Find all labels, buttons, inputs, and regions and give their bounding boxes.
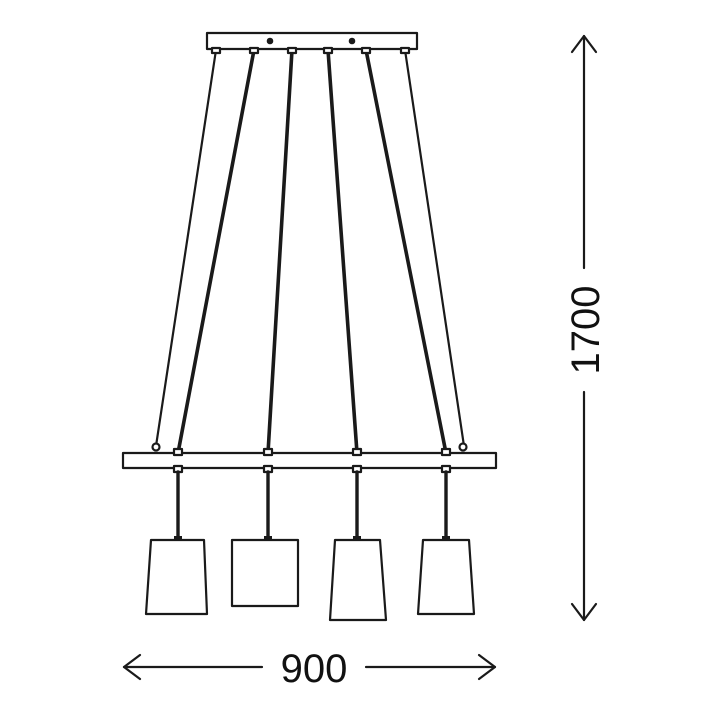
bar-cord-entry-2 — [262, 447, 274, 457]
shade-socket-3 — [353, 536, 361, 541]
canopy-grip-2 — [248, 46, 260, 55]
bar-cord-entry-4 — [440, 447, 452, 457]
width-arrowhead-right — [477, 653, 497, 681]
canopy-screw-right — [348, 37, 356, 45]
bar-anchor-left — [151, 442, 161, 452]
canopy-grip-1 — [210, 46, 222, 55]
power-cord-1 — [176, 48, 256, 455]
lamp-bar — [121, 451, 498, 470]
suspension-cable-outer-right — [403, 48, 466, 448]
canopy-grip-3 — [286, 46, 298, 55]
canopy-grip-4 — [322, 46, 334, 55]
width-dimension-label: 900 — [281, 647, 348, 691]
bar-cord-entry-1 — [172, 447, 184, 457]
lamp-shade-4 — [416, 538, 476, 616]
shade-socket-4 — [442, 536, 450, 541]
shade-socket-1 — [174, 536, 182, 541]
bar-cord-entry-3 — [351, 447, 363, 457]
height-arrowhead-down — [570, 602, 598, 622]
bar-anchor-right — [458, 442, 468, 452]
lamp-shade-1 — [144, 538, 209, 616]
width-arrowhead-left — [122, 653, 142, 681]
power-cord-3 — [326, 48, 359, 455]
suspension-cable-outer-left — [154, 48, 218, 448]
shade-socket-2 — [264, 536, 272, 541]
lamp-shade-2 — [230, 538, 300, 608]
power-cord-2 — [266, 48, 294, 455]
height-arrowhead-up — [570, 34, 598, 54]
canopy-screw-left — [266, 37, 274, 45]
lamp-shade-3 — [328, 538, 388, 622]
canopy-grip-5 — [360, 46, 372, 55]
ceiling-canopy — [205, 31, 419, 51]
canopy-grip-6 — [399, 46, 411, 55]
power-cord-4 — [364, 48, 448, 455]
height-dimension-label: 1700 — [564, 286, 608, 375]
